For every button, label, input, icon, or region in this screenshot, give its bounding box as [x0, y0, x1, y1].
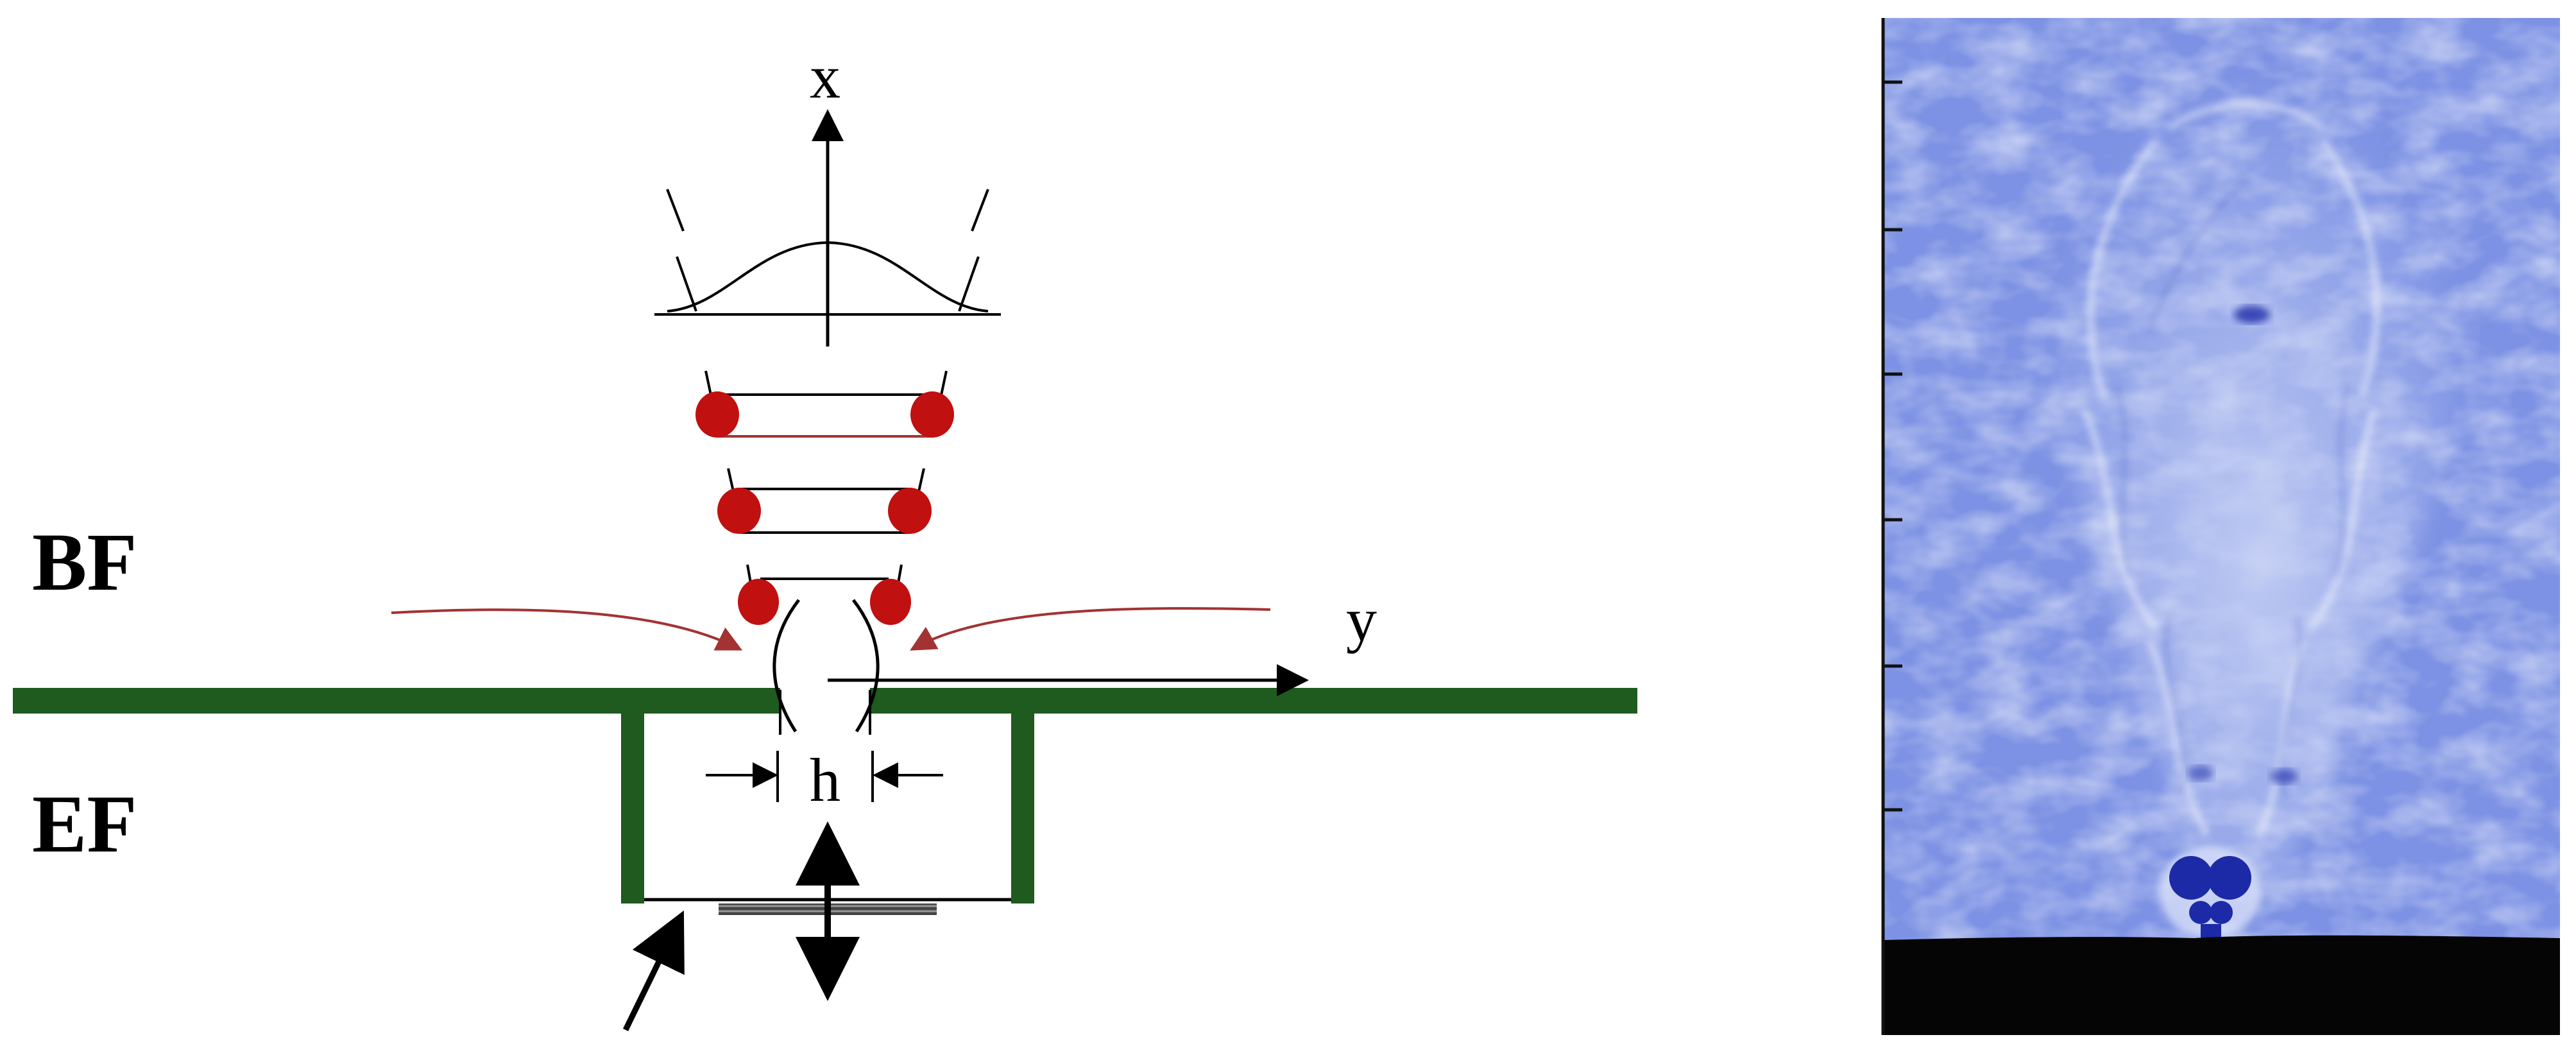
vortex-pair-bottom: [738, 564, 911, 625]
region-label-bf: BF: [32, 517, 137, 608]
slot-width-label: h: [810, 746, 840, 814]
wall-left-segment: [13, 688, 780, 714]
region-label-ef: EF: [32, 778, 137, 869]
entrainment-arrow-left: [391, 608, 743, 651]
velocity-profile: [667, 241, 989, 312]
flow-visualization: [1881, 18, 2560, 1035]
vortex-pair-middle: [717, 468, 932, 534]
wall-right-segment: [870, 688, 1637, 714]
vortex-pair-top: [695, 370, 954, 438]
flow-tick-marks: [1883, 80, 1902, 812]
schematic: h: [13, 109, 1637, 1031]
flow-floor: [1883, 935, 2560, 1035]
cavity-wall-left: [621, 714, 644, 903]
y-axis-label: y: [1346, 585, 1377, 654]
x-axis-label: x: [810, 42, 840, 111]
cavity-wall-right: [1011, 714, 1034, 903]
diaphragm-pointer-arrow: [622, 910, 685, 1031]
entrainment-arrow-right: [910, 607, 1271, 651]
